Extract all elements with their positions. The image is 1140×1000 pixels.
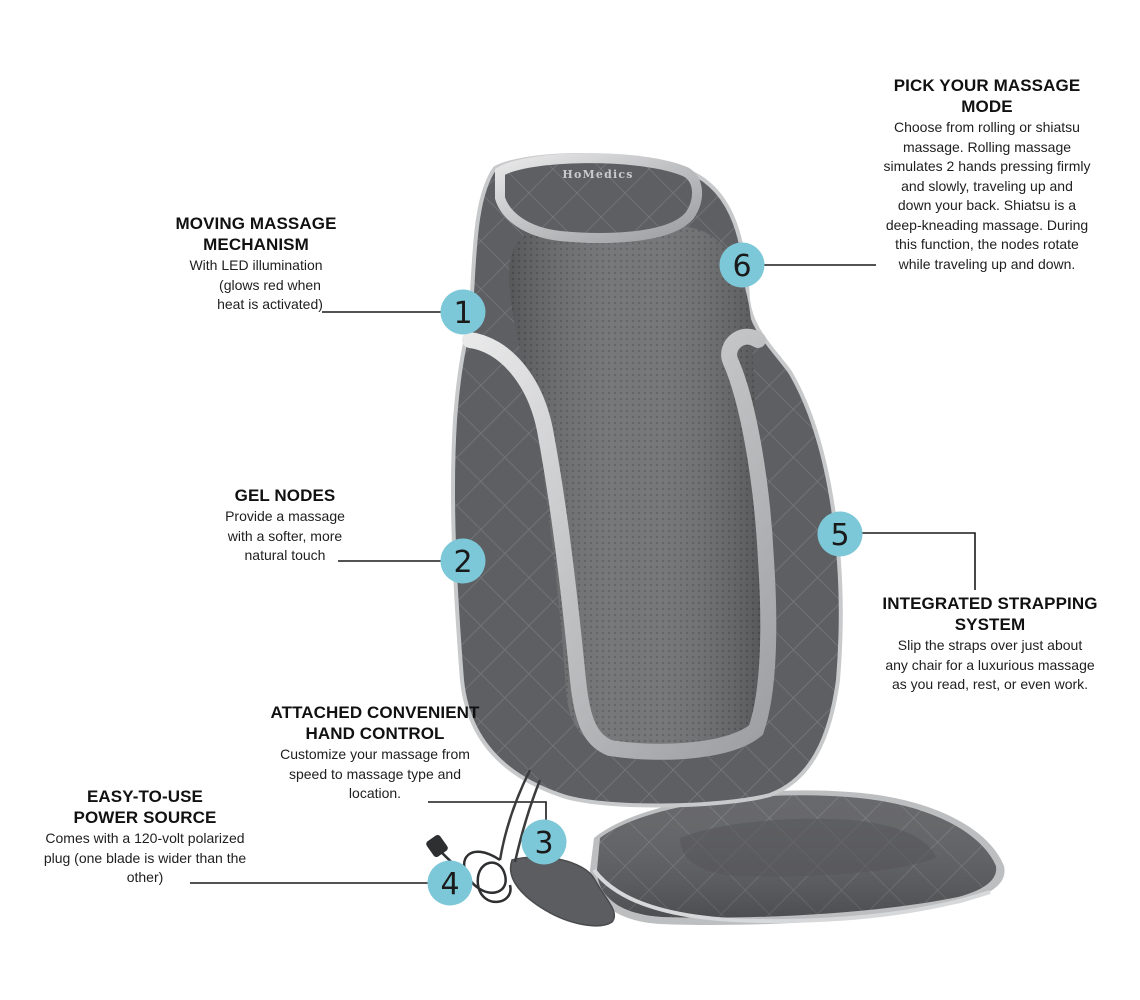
badge-2: 2	[440, 538, 486, 584]
badge-4: 4	[427, 860, 473, 906]
callout-2: GEL NODES Provide a massage with a softe…	[175, 485, 395, 566]
callout-6: PICK YOUR MASSAGE MODE Choose from rolli…	[862, 75, 1112, 274]
badge-1: 1	[440, 289, 486, 335]
callout-1-description: With LED illumination (glows red when he…	[189, 257, 323, 312]
callout-4-title: EASY-TO-USE POWER SOURCE	[73, 787, 217, 827]
svg-text:2: 2	[453, 545, 472, 580]
callout-2-description: Provide a massage with a softer, more na…	[225, 508, 345, 563]
number-badges: 1 2 3 4 5 6	[427, 242, 863, 906]
seat-cushion	[590, 790, 1005, 926]
callout-1-title: MOVING MASSAGE MECHANISM	[175, 214, 337, 254]
hand-control	[498, 769, 616, 927]
callout-5: INTEGRATED STRAPPING SYSTEM Slip the str…	[862, 593, 1118, 695]
svg-text:1: 1	[453, 296, 472, 331]
callout-3-title: ATTACHED CONVENIENT HAND CONTROL	[270, 703, 480, 743]
callout-3: ATTACHED CONVENIENT HAND CONTROL Customi…	[255, 702, 495, 804]
leader-line-3	[428, 801, 547, 822]
callout-3-description: Customize your massage from speed to mas…	[280, 746, 470, 801]
badge-3: 3	[521, 819, 567, 865]
callout-6-description: Choose from rolling or shiatsu massage. …	[883, 119, 1091, 272]
svg-text:5: 5	[830, 518, 849, 553]
leader-lines	[190, 264, 976, 884]
brand-logo: HoMedics	[562, 168, 633, 181]
callout-4-description: Comes with a 120-volt polarized plug (on…	[43, 830, 247, 885]
svg-text:3: 3	[534, 826, 553, 861]
callout-2-title: GEL NODES	[234, 486, 336, 505]
svg-text:4: 4	[440, 867, 459, 902]
callout-5-description: Slip the straps over just about any chai…	[885, 637, 1095, 692]
callout-1: MOVING MASSAGE MECHANISM With LED illumi…	[146, 213, 366, 315]
back-cushion: HoMedics	[450, 152, 843, 808]
callout-4: EASY-TO-USE POWER SOURCE Comes with a 12…	[20, 786, 270, 888]
callout-5-title: INTEGRATED STRAPPING SYSTEM	[882, 594, 1098, 634]
badge-6: 6	[719, 242, 765, 288]
leader-line-5	[862, 532, 976, 590]
badge-5: 5	[817, 511, 863, 557]
svg-text:6: 6	[732, 249, 751, 284]
callout-6-title: PICK YOUR MASSAGE MODE	[893, 76, 1081, 116]
